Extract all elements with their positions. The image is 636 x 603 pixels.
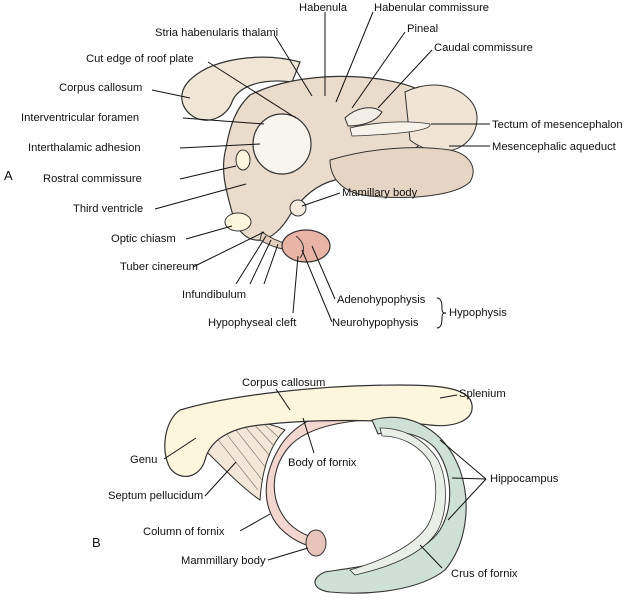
label-crus-of-fornix: Crus of fornix <box>451 568 518 580</box>
label-third-ventricle: Third ventricle <box>73 203 143 215</box>
label-tuber-cinereum: Tuber cinereum <box>120 261 198 273</box>
label-genu: Genu <box>130 454 157 466</box>
label-habenula: Habenula <box>299 2 348 14</box>
label-hippocampus: Hippocampus <box>490 473 559 485</box>
label-tectum: Tectum of mesencephalon <box>492 119 623 131</box>
panel-b-leader-lines <box>163 388 487 569</box>
label-corpus-callosum-a: Corpus callosum <box>59 82 142 94</box>
label-pineal: Pineal <box>407 23 438 35</box>
panel-letter-b: B <box>92 535 101 550</box>
label-stria-habenularis: Stria habenularis thalami <box>155 27 278 39</box>
label-mamillary-body: Mamillary body <box>342 187 418 199</box>
label-hypophyseal-cleft: Hypophyseal cleft <box>208 317 297 329</box>
crus-of-fornix-shape <box>349 427 446 576</box>
label-corpus-callosum-b: Corpus callosum <box>242 377 325 389</box>
label-habenular-commissure: Habenular commissure <box>374 2 489 14</box>
label-infundibulum: Infundibulum <box>182 289 246 301</box>
hippocampus-shape <box>314 416 467 594</box>
label-neurohypophysis: Neurohypophysis <box>332 317 419 329</box>
label-interventricular-foramen: Interventricular foramen <box>21 112 139 124</box>
label-body-of-fornix: Body of fornix <box>288 457 357 469</box>
label-splenium: Splenium <box>459 388 506 400</box>
label-interthalamic-adhesion: Interthalamic adhesion <box>28 142 141 154</box>
label-hypophysis: Hypophysis <box>449 307 507 319</box>
label-column-of-fornix: Column of fornix <box>143 526 225 538</box>
mamillary-body-shape-a <box>289 199 307 217</box>
septum-hatching <box>211 421 279 491</box>
aqueduct-shape <box>349 121 431 137</box>
panel-letter-a: A <box>4 168 13 183</box>
mammillary-body-shape-b <box>305 529 327 557</box>
optic-chiasm-shape <box>224 212 252 232</box>
panel-b-illustration <box>164 384 473 594</box>
corpus-callosum-shape-a <box>181 56 301 121</box>
panel-a-leader-lines <box>151 11 490 329</box>
hypophysis-shape <box>281 229 331 263</box>
label-mammillary-body: Mammillary body <box>181 555 266 567</box>
label-adenohypophysis: Adenohypophysis <box>337 294 426 306</box>
panel-b-labels: Corpus callosum Splenium Genu Body of fo… <box>92 377 559 580</box>
mesencephalon-shape <box>329 147 474 198</box>
label-caudal-commissure: Caudal commissure <box>434 42 533 54</box>
label-mesencephalic-aqueduct: Mesencephalic aqueduct <box>492 141 617 153</box>
label-septum-pellucidum: Septum pellucidum <box>108 490 203 502</box>
hypophyseal-cleft-shape <box>295 235 304 259</box>
panel-a-illustration <box>181 56 478 263</box>
label-optic-chiasm: Optic chiasm <box>111 233 176 245</box>
interthalamic-adhesion-shape <box>252 113 312 175</box>
label-cut-edge: Cut edge of roof plate <box>86 53 194 65</box>
tectum-shape <box>404 84 478 152</box>
rostral-commissure-shape <box>235 149 251 171</box>
label-rostral-commissure: Rostral commissure <box>43 173 142 185</box>
pineal-shape <box>344 107 383 127</box>
panel-a-labels: Habenula Habenular commissure Stria habe… <box>4 2 623 329</box>
